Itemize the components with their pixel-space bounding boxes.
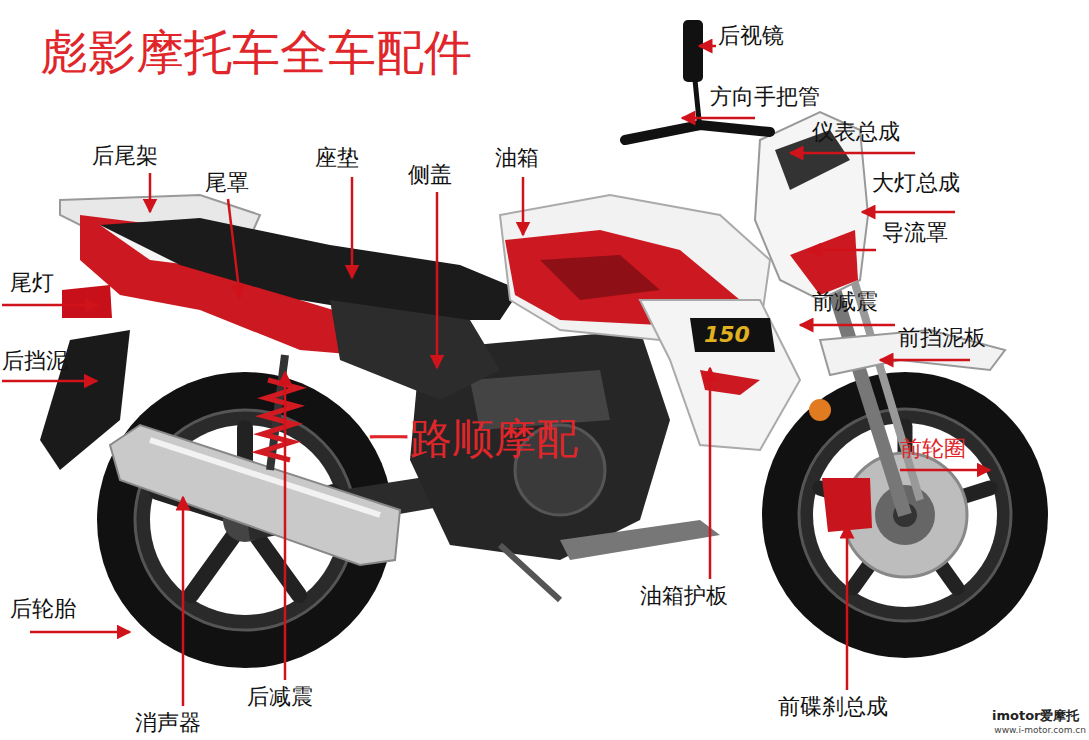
part-label: 方向手把管 bbox=[710, 86, 820, 108]
part-label: 后轮胎 bbox=[10, 598, 76, 620]
part-label: 后挡泥 bbox=[2, 350, 68, 372]
part-label: 消声器 bbox=[135, 712, 201, 734]
part-label: 油箱 bbox=[495, 147, 539, 169]
part-label: 前碟刹总成 bbox=[778, 696, 888, 718]
part-label: 尾灯 bbox=[10, 272, 54, 294]
part-label: 前减震 bbox=[812, 291, 878, 313]
part-label: 油箱护板 bbox=[640, 585, 728, 607]
part-label: 前挡泥板 bbox=[898, 327, 986, 349]
part-label: 导流罩 bbox=[882, 222, 948, 244]
watermark: 一路顺摩配 bbox=[368, 418, 578, 460]
part-label: 侧盖 bbox=[408, 164, 452, 186]
diagram-title: 彪影摩托车全车配件 bbox=[40, 28, 472, 76]
part-label: 仪表总成 bbox=[812, 121, 900, 143]
part-label: 前轮圈 bbox=[900, 438, 966, 460]
logo-text: imotor爱摩托 bbox=[992, 709, 1080, 722]
part-label: 尾罩 bbox=[205, 172, 249, 194]
part-label: 大灯总成 bbox=[872, 172, 960, 194]
part-label: 后减震 bbox=[247, 686, 313, 708]
part-label: 后尾架 bbox=[92, 145, 158, 167]
decal-number: 150 bbox=[704, 324, 750, 346]
part-label: 后视镜 bbox=[718, 25, 784, 47]
logo-url: www.i-motor.com.cn bbox=[994, 726, 1086, 735]
part-label: 座垫 bbox=[315, 147, 359, 169]
